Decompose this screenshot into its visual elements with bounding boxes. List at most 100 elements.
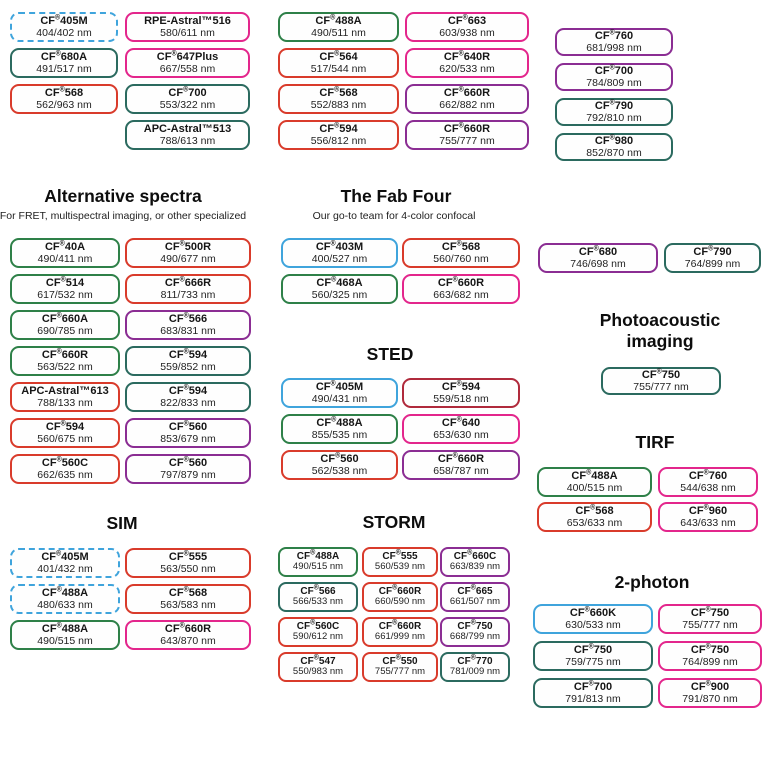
dye-name: CF®750: [573, 642, 613, 656]
dye-name: CF®40A: [44, 239, 86, 253]
dye-wavelength: 491/517 nm: [36, 63, 92, 76]
dye-wavelength: 556/812 nm: [310, 135, 367, 148]
dye-name: CF®560C: [41, 455, 89, 469]
dye-name: RPE-Astral™516: [144, 14, 231, 27]
dye-wavelength: 811/733 nm: [160, 289, 216, 302]
dye-wavelength: 755/777 nm: [374, 666, 426, 678]
dye-wavelength: 660/590 nm: [374, 596, 426, 608]
dye-name: CF®566: [300, 584, 336, 597]
dye-name: CF®403M: [315, 239, 364, 253]
dye-name: CF®568: [575, 503, 614, 517]
dye-name: CF®568: [44, 85, 84, 99]
dye-name: CF®640R: [443, 49, 491, 63]
dye-name: CF®660R: [41, 347, 89, 361]
dye-wavelength: 400/515 nm: [566, 482, 623, 495]
dye-wavelength: 755/777 nm: [682, 619, 738, 632]
dye-name: CF®700: [594, 64, 634, 77]
section-title-photoacoustic: Photoacoustic imaging: [599, 310, 721, 351]
dye-wavelength: 661/999 nm: [374, 631, 426, 643]
dye-wavelength: 797/879 nm: [160, 469, 216, 482]
dye-wavelength: 490/431 nm: [311, 393, 368, 406]
dye-wavelength: 562/963 nm: [36, 99, 92, 112]
dye-name: CF®700: [168, 85, 207, 99]
dye-name: CF®750: [690, 605, 730, 619]
dye-name: CF®405M: [40, 13, 88, 27]
dye-wavelength: 517/544 nm: [310, 63, 367, 76]
dye-name: CF®680: [578, 244, 618, 258]
dye-name: CF®900: [690, 679, 730, 693]
dye-wavelength: 746/698 nm: [570, 258, 626, 271]
dye-wavelength: 560/760 nm: [433, 253, 489, 266]
dye-wavelength: 759/775 nm: [565, 656, 621, 669]
dye-wavelength: 560/675 nm: [37, 433, 93, 446]
dye-wavelength: 560/325 nm: [311, 289, 368, 302]
dye-name: CF®488A: [571, 468, 618, 482]
section-title-two-photon: 2-photon: [614, 572, 690, 592]
dye-wavelength: 784/809 nm: [586, 77, 642, 90]
dye-wavelength: 658/787 nm: [433, 465, 489, 478]
dye-wavelength: 792/810 nm: [586, 112, 642, 125]
dye-wavelength: 590/612 nm: [292, 631, 344, 643]
dye-name: CF®594: [168, 347, 208, 361]
dye-name: CF®550: [382, 654, 418, 667]
dye-name: CF®594: [319, 121, 358, 135]
dye-wavelength: 663/682 nm: [433, 289, 489, 302]
dye-name: CF®500R: [164, 239, 212, 253]
dye-wavelength: 552/883 nm: [310, 99, 367, 112]
dye-wavelength: 563/522 nm: [37, 361, 93, 374]
dye-wavelength: 401/432 nm: [37, 563, 93, 576]
dye-wavelength: 681/998 nm: [586, 42, 642, 55]
dye-name: CF®700: [573, 679, 613, 693]
dye-name: CF®560: [320, 451, 359, 465]
dye-name: CF®594: [168, 383, 208, 397]
dye-wavelength: 490/411 nm: [37, 253, 93, 266]
dye-name: APC-Astral™613: [21, 384, 109, 397]
section-title-sted: STED: [366, 344, 414, 364]
dye-wavelength: 630/533 nm: [565, 619, 621, 632]
dye-name: CF®647Plus: [156, 49, 219, 63]
dye-wavelength: 480/633 nm: [37, 599, 93, 612]
dye-wavelength: 553/322 nm: [159, 99, 216, 112]
dye-wavelength: 852/870 nm: [586, 147, 642, 160]
dye-name: CF®564: [319, 49, 358, 63]
dye-wavelength: 559/852 nm: [160, 361, 216, 374]
section-title-alternative-spectra: Alternative spectra: [44, 186, 202, 206]
dye-wavelength: 560/539 nm: [374, 561, 426, 573]
